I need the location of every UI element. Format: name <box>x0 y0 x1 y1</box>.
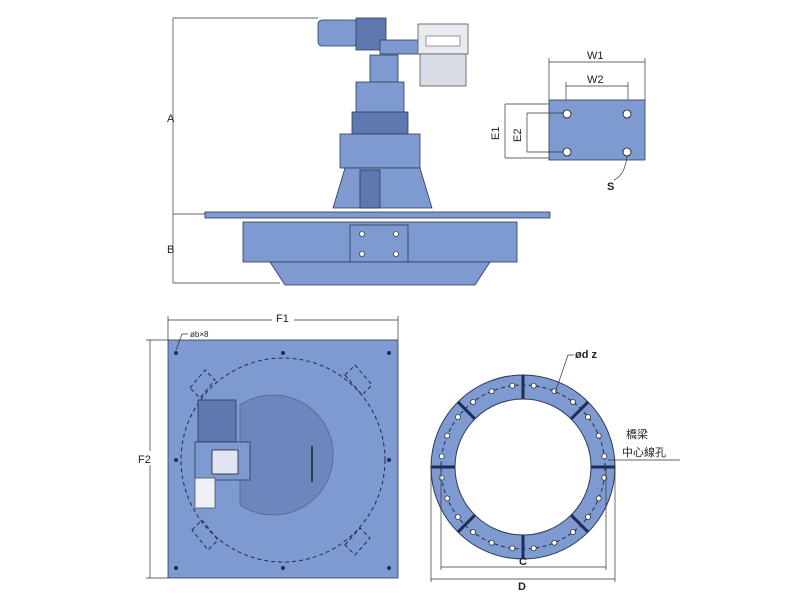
anchor-hole-icon <box>174 566 178 570</box>
bracket <box>344 527 371 556</box>
ring-bolt-hole-icon <box>585 414 591 420</box>
ring-bolt-hole-icon <box>470 529 476 535</box>
dim-b-label: B <box>167 244 174 256</box>
bolt-icon <box>359 251 365 257</box>
ring-bolt-hole-icon <box>444 432 451 439</box>
note-line1: 橋梁 <box>626 427 648 441</box>
ring-bolt-hole-icon <box>595 495 602 502</box>
dim-e1-label: E1 <box>490 127 502 140</box>
elevation-view: A B <box>167 17 551 286</box>
dim-f1-label: F1 <box>276 313 289 325</box>
ring-hole-leader <box>554 354 574 394</box>
label-bg <box>138 451 158 465</box>
plan-counter <box>194 477 216 509</box>
ring-bolt-hole-icon <box>455 414 461 420</box>
ring-bolt-hole-icon <box>438 474 445 481</box>
ring-bolt-hole-icon <box>570 399 576 405</box>
segment-divider <box>456 514 476 534</box>
flange-detail: W1 W2 E1 E2 S <box>490 50 646 193</box>
anchor-hole-icon <box>174 351 178 355</box>
bracket <box>344 364 373 396</box>
label-bg <box>272 312 294 324</box>
counter-display <box>425 35 461 47</box>
dim-c-label: C <box>519 556 527 568</box>
ring-inner-edge <box>454 398 592 536</box>
ring-bolt-hole-icon <box>455 514 461 520</box>
base-bottom <box>269 261 491 286</box>
ring-bolt-hole-icon <box>438 453 445 460</box>
ring-hole-label: ød z <box>575 349 597 361</box>
bracket <box>191 519 219 551</box>
turntable <box>239 394 334 516</box>
dim-w1-label: W1 <box>587 50 604 62</box>
ring-bolt-hole-icon <box>551 539 558 546</box>
anchor-hole-icon <box>281 351 285 355</box>
drive-arm <box>379 39 421 55</box>
plan-gear-cover <box>211 449 239 475</box>
bolt-icon <box>393 251 399 257</box>
anchor-hole-icon <box>281 566 285 570</box>
bolt-icon <box>393 231 399 237</box>
note-line2: 中心線孔 <box>622 445 666 459</box>
bracket <box>189 369 216 399</box>
dim-w2-label: W2 <box>587 74 604 86</box>
dim-e2-label: E2 <box>512 129 524 142</box>
ring-bolt-hole-icon <box>509 545 516 552</box>
counter-housing <box>419 53 467 87</box>
ring-bolt-hole-icon <box>530 545 537 552</box>
ring-bolt-hole-icon <box>601 453 608 460</box>
anchor-hole-icon <box>387 566 391 570</box>
dim-d-label: D <box>518 581 526 593</box>
segment-divider <box>570 400 590 420</box>
bolt-hole-icon <box>622 109 632 119</box>
center-plate <box>349 224 409 263</box>
ring-bolt-hole-icon <box>488 388 495 395</box>
bolt-circle <box>180 357 386 563</box>
slewing-flange <box>339 133 421 169</box>
dim-f2-label: F2 <box>138 454 151 466</box>
ring-bolt-hole-icon <box>570 529 576 535</box>
ring-bolt-hole-icon <box>444 495 451 502</box>
anchor-hole-icon <box>387 351 391 355</box>
s-leader <box>613 155 628 181</box>
column-upper <box>355 81 405 115</box>
bolt-label: S <box>607 181 614 193</box>
bolt-icon <box>359 231 365 237</box>
segment-divider <box>456 400 476 420</box>
hole-leader <box>175 333 188 351</box>
anchor-hole-icon <box>174 458 178 462</box>
ring-bolt-hole-icon <box>488 539 495 546</box>
ring-bolt-hole-icon <box>601 474 608 481</box>
ring-bolt-hole-icon <box>585 514 591 520</box>
shaft-housing <box>369 54 399 84</box>
pedestal <box>332 167 433 209</box>
ring-bolt-hole-icon <box>551 388 558 395</box>
ring-bolt-hole-icon <box>470 399 476 405</box>
ring-bolt-hole-icon <box>595 432 602 439</box>
dim-a-label: A <box>167 113 175 125</box>
plan-view: F1 F2 øb×8 <box>138 312 399 579</box>
ring-bolt-hole-icon <box>509 382 516 389</box>
motor <box>317 19 359 47</box>
ring-view: ød z 橋梁 中心線孔 C D <box>430 349 680 593</box>
bolt-hole-icon <box>562 109 572 119</box>
bolt-hole-icon <box>562 147 572 157</box>
plan-motor <box>197 399 237 443</box>
bolt-hole-icon <box>622 147 632 157</box>
pedestal-rib <box>359 169 381 209</box>
support-brackets <box>189 364 373 556</box>
ring-segments <box>431 375 615 559</box>
segment-divider <box>570 514 590 534</box>
hole-label: øb×8 <box>190 330 209 339</box>
deck-plate <box>204 211 551 219</box>
anchor-hole-icon <box>387 458 391 462</box>
column-middle <box>351 111 409 135</box>
ring-bolt-hole-icon <box>530 382 537 389</box>
